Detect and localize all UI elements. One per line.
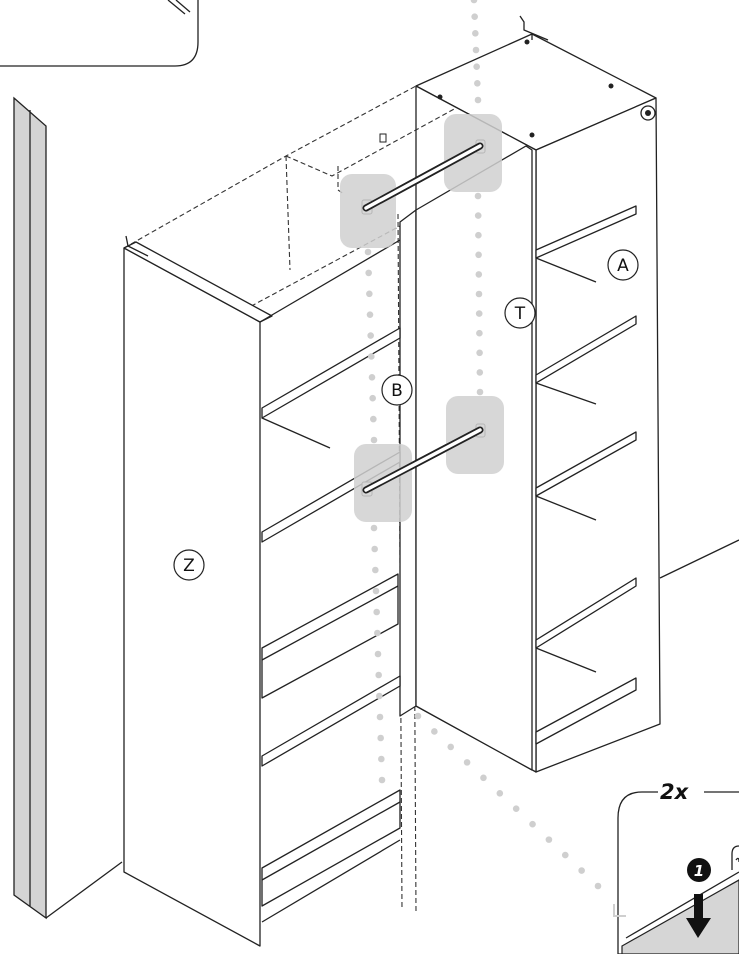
guide-dot	[578, 867, 585, 874]
guide-dot	[376, 692, 383, 700]
guide-dot	[476, 329, 483, 337]
guide-dot	[372, 566, 379, 574]
guide-dot	[365, 269, 372, 277]
guide-dot	[471, 13, 478, 20]
guide-dot	[561, 851, 569, 859]
floor-line	[659, 539, 739, 579]
guide-dot	[368, 353, 375, 360]
side-panel-z	[123, 235, 273, 947]
detail-frame-top-left	[0, 0, 199, 67]
guide-dot	[470, 0, 478, 4]
guide-dot	[545, 836, 553, 843]
guide-dot	[369, 394, 376, 402]
detail-inset: 2x 1	[617, 780, 739, 954]
guide-dot	[529, 820, 536, 828]
guide-dot	[512, 805, 520, 813]
guide-dot	[474, 96, 482, 104]
down-arrow-icon	[686, 894, 711, 938]
rod-overlays	[362, 142, 484, 494]
guide-dot	[366, 290, 373, 298]
guide-dot	[473, 63, 480, 70]
room-wall	[13, 96, 123, 920]
guide-dot	[376, 713, 384, 721]
guide-dot	[475, 271, 483, 278]
guide-dot	[594, 882, 602, 890]
module-z-interior	[259, 239, 401, 923]
guide-dot	[373, 608, 380, 616]
guide-dot	[476, 388, 484, 396]
guide-dot	[367, 332, 374, 339]
label-z-text: Z	[183, 556, 195, 576]
guide-dot	[475, 290, 483, 298]
guide-dot	[364, 248, 372, 256]
guide-dot	[476, 349, 483, 357]
corner-mark	[613, 904, 626, 917]
step-number: 1	[694, 862, 704, 880]
guide-dot-paths	[364, 0, 602, 890]
guide-dot	[378, 755, 385, 763]
guide-dot	[374, 629, 381, 637]
guide-dot	[378, 776, 386, 784]
guide-dot	[472, 30, 479, 37]
guide-dot	[480, 774, 487, 782]
guide-dot	[476, 369, 484, 376]
label-a: A	[607, 249, 639, 281]
step-badge	[687, 858, 711, 882]
guide-dot	[414, 712, 422, 720]
guide-dot	[368, 374, 376, 381]
guide-dot	[372, 587, 380, 595]
label-b-text: B	[391, 381, 403, 401]
guide-dot	[431, 728, 438, 735]
guide-dot	[475, 251, 482, 259]
guide-dot	[474, 192, 482, 200]
guide-dot	[366, 311, 374, 318]
label-a-text: A	[617, 256, 629, 276]
guide-dot	[463, 759, 471, 766]
guide-dot	[370, 436, 378, 444]
guide-dot	[474, 80, 481, 87]
label-t: T	[504, 297, 536, 329]
guide-dot	[375, 671, 382, 679]
guide-dot	[474, 212, 482, 219]
guide-dot	[496, 789, 504, 797]
guide-dot	[447, 743, 455, 751]
label-z: Z	[173, 549, 205, 581]
guide-dot	[472, 46, 480, 54]
guide-dot	[374, 650, 382, 658]
cabinet-a-shelves	[535, 205, 637, 745]
guide-dot	[371, 545, 378, 553]
guide-dot	[475, 231, 482, 239]
guide-dot	[475, 310, 483, 317]
guide-dot	[370, 415, 377, 423]
label-t-text: T	[514, 304, 526, 324]
guide-dot	[377, 734, 384, 742]
quantity-label: 2x	[660, 780, 690, 804]
guide-dot	[370, 524, 378, 532]
label-b: B	[381, 374, 413, 406]
